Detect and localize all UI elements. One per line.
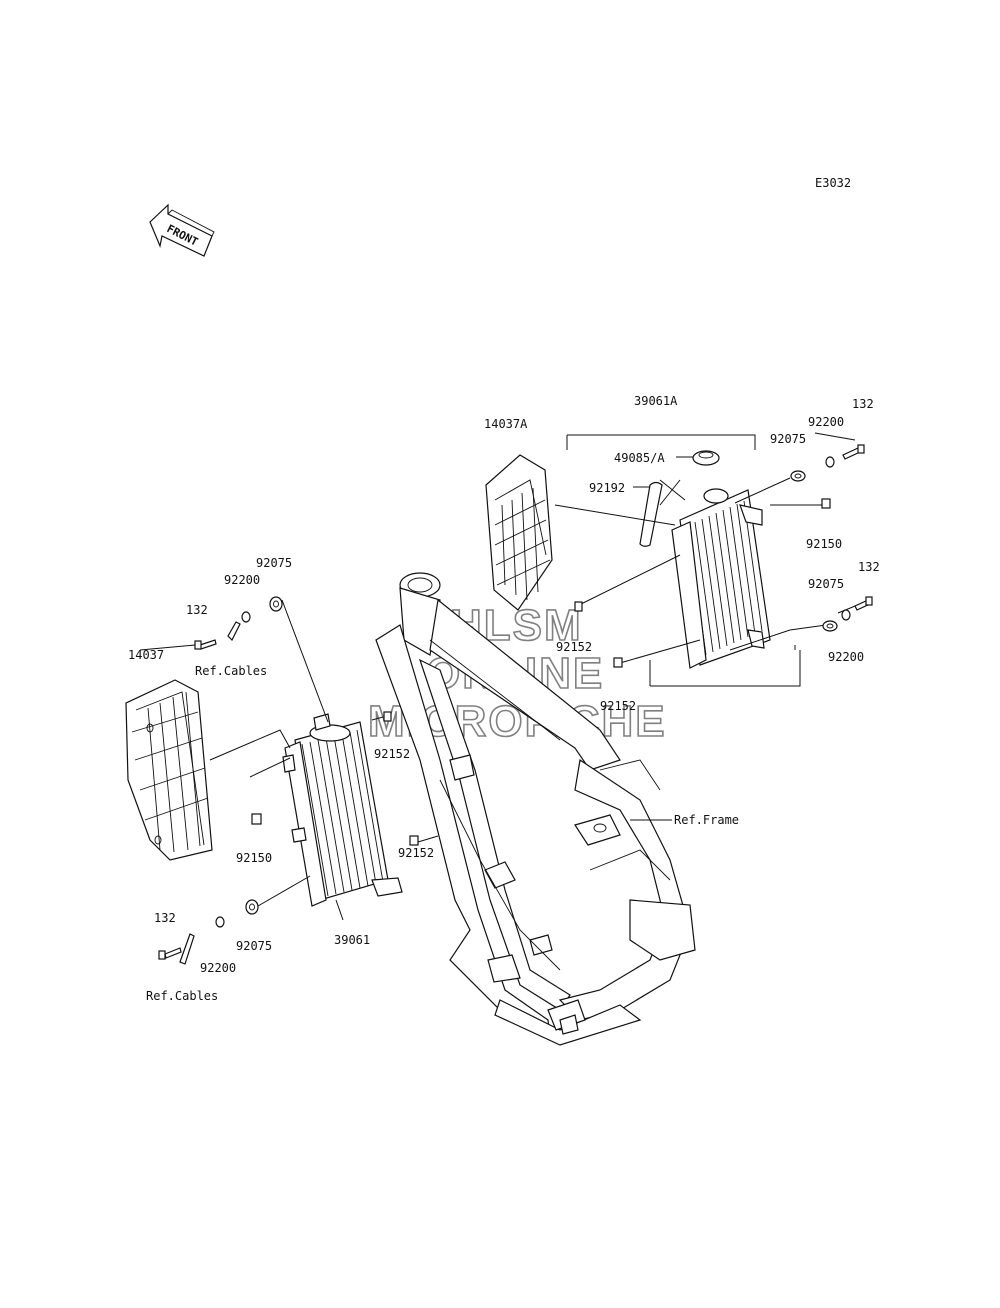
label-92150-left: 92150 [236,851,272,865]
washer-icon [841,609,851,621]
label-92152-b: 92152 [600,699,636,713]
right-radiator-shroud [485,454,553,611]
label-14037A: 14037A [484,417,528,431]
washer-icon [241,611,251,623]
right-radiator-group [554,432,873,687]
nut-icon [383,711,392,722]
radiator-cap-icon [692,450,720,466]
washer-icon [825,456,835,468]
label-49085A: 49085/A [614,451,665,465]
overflow-hose-icon [639,481,663,547]
label-ref-frame: Ref.Frame [674,813,739,827]
label-39061A: 39061A [634,394,678,408]
cable-clamp-icon [179,933,195,965]
grommet-icon [822,620,838,632]
label-132-top-right: 132 [852,397,874,411]
label-92200-left: 92200 [224,573,260,587]
label-14037: 14037 [128,648,164,662]
label-92200-top-right: 92200 [808,415,844,429]
washer-icon [215,916,225,928]
frame [375,572,696,1046]
label-92200-bottom-left: 92200 [200,961,236,975]
label-ref-cables-top: Ref.Cables [195,664,267,678]
diagram-code: E3032 [815,176,851,190]
label-92150-right: 92150 [806,537,842,551]
cable-clamp-icon [227,621,241,642]
label-132-right: 132 [858,560,880,574]
label-132-left: 132 [186,603,208,617]
label-92075-left: 92075 [256,556,292,570]
label-92075-bottom-left: 92075 [236,939,272,953]
label-92152-d: 92152 [398,846,434,860]
label-92152-c: 92152 [374,747,410,761]
front-arrow-icon: FRONT [149,203,215,257]
bolt-icon [158,947,182,960]
label-92152-a: 92152 [556,640,592,654]
label-132-bottom-left: 132 [154,911,176,925]
nut-icon [574,601,583,612]
watermark-line-1: HLSM [450,601,583,650]
nut-icon [613,657,623,668]
label-92192: 92192 [589,481,625,495]
left-radiator-shroud [125,679,213,861]
left-radiator-group [158,596,439,965]
grommet-icon [790,470,806,482]
label-92200-right: 92200 [828,650,864,664]
grommet-icon [269,596,283,612]
nut-icon [251,813,262,825]
label-92075-right: 92075 [808,577,844,591]
label-92075-top-right: 92075 [770,432,806,446]
nut-icon [409,835,419,846]
bolt-icon [842,444,865,460]
bolt-icon [194,639,217,650]
label-39061: 39061 [334,933,370,947]
nut-icon [821,498,831,509]
bolt-icon [854,596,873,611]
grommet-icon [245,899,259,915]
label-ref-cables-bottom: Ref.Cables [146,989,218,1003]
